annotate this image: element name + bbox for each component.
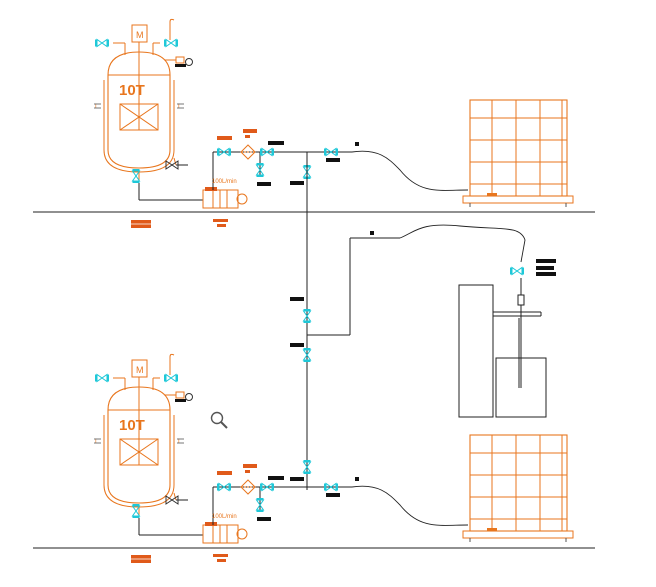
tag-marker [270, 141, 284, 145]
tote-upper [462, 99, 574, 208]
pump-tag [213, 554, 228, 557]
valve-icon[interactable] [303, 347, 311, 363]
check-valve-icon [165, 495, 179, 505]
tag-marker [290, 343, 304, 347]
valve-icon[interactable] [163, 39, 179, 47]
tank-label-upper: 10T [119, 82, 145, 99]
valve-icon[interactable] [259, 483, 275, 491]
valve-icon[interactable] [216, 148, 232, 156]
valve-icon[interactable] [256, 497, 264, 513]
tag-marker [270, 476, 284, 480]
valve-icon[interactable] [256, 162, 264, 178]
valve-icon[interactable] [303, 459, 311, 475]
motor-label-upper: M [136, 30, 144, 40]
tank-label-lower: 10T [119, 417, 145, 434]
pump-flow-label-upper: 100L/min [212, 179, 237, 185]
tag-marker [326, 493, 340, 497]
tag-marker [290, 181, 304, 185]
valve-icon[interactable] [163, 374, 179, 382]
reactor-tank-upper: 10T M [93, 18, 194, 183]
valve-icon[interactable] [94, 374, 110, 382]
magnifier-icon[interactable] [209, 410, 229, 430]
valve-icon[interactable] [132, 503, 140, 519]
tote-lower [462, 434, 574, 543]
tag-marker [326, 158, 340, 162]
pump-tag [213, 219, 228, 222]
tag-marker [290, 297, 304, 301]
pump-tag [217, 224, 226, 227]
valve-icon[interactable] [216, 483, 232, 491]
hose-filling [399, 224, 526, 263]
hose-upper [351, 150, 469, 191]
motor-label-lower: M [136, 365, 144, 375]
valve-icon[interactable] [323, 148, 339, 156]
pump-lower: 100L/min [202, 463, 301, 544]
pump-upper: 100L/min [202, 128, 301, 209]
reactor-tank-lower: 10T M [93, 353, 194, 518]
filling-station [458, 278, 547, 418]
check-valve-icon [165, 160, 179, 170]
valve-icon[interactable] [132, 168, 140, 184]
hose-lower [351, 485, 469, 526]
valve-icon[interactable] [303, 308, 311, 324]
valve-icon[interactable] [323, 483, 339, 491]
pump-flow-label-lower: 100L/min [212, 514, 237, 520]
valve-icon[interactable] [509, 267, 525, 275]
valve-icon[interactable] [94, 39, 110, 47]
tag-marker [290, 477, 304, 481]
pump-tag [217, 559, 226, 562]
valve-icon[interactable] [259, 148, 275, 156]
